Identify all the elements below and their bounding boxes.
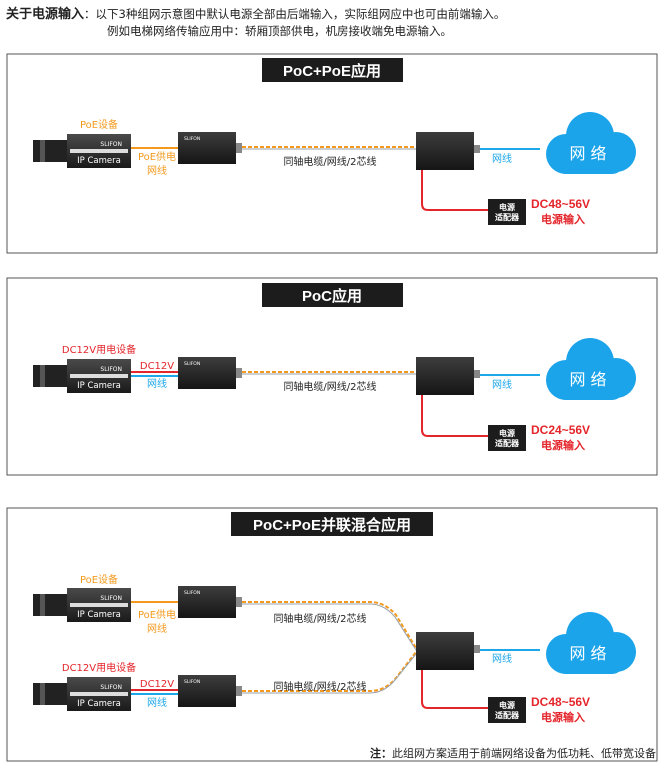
dc-input-label: 电源输入 [541,438,585,452]
panel-title-bg [262,58,403,82]
panel-poc-poe-hybrid: PoC+PoE并联混合应用 SLIFON IP Camera PoE设备 PoE… [6,507,658,762]
transmitter-brand: SLIFON [184,590,200,596]
transmitter-body [178,132,236,164]
panel-poc-poe: PoC+PoE应用 SLIFON IP Camera PoE设备 PoE供电 网… [6,53,658,254]
cloud-label: 网 络 [569,644,606,663]
camera-b-cable-label: DC12V [140,679,174,690]
panel-title: PoC+PoE应用 [283,62,381,80]
network-cable-label: 网线 [492,152,512,165]
cloud-label: 网 络 [569,370,606,389]
panel-title-bg [262,283,403,307]
power-cable [421,670,488,709]
panel-title-bg [231,512,433,536]
panel-frame [6,277,658,476]
camera-b-cable-label-2: 网线 [147,696,167,709]
transmitter-device-a: SLIFON [178,586,242,618]
receiver-body [416,132,474,170]
intro-line-2: 例如电梯网络传输应用中：轿厢顶部供电，机房接收端免电源输入。 [107,24,452,38]
dc-input-label: 电源输入 [541,710,585,724]
transmitter-device: SLIFON [178,357,242,389]
camera-b-power-label: DC12V用电设备 [62,661,136,674]
panel-title: PoC应用 [302,287,362,305]
camera-a-cable-label: PoE供电 [138,608,176,621]
transmitter-device: SLIFON [178,132,242,164]
panel-frame [6,53,658,254]
network-cable-label: 网线 [492,378,512,391]
adapter-label-1: 电源 [499,428,515,438]
ip-camera-a: SLIFON IP Camera [33,588,131,622]
intro-line-1: 关于电源输入：以下3种组网示意图中默认电源全部由后端输入，实际组网应中也可由前端… [6,6,505,23]
receiver-device [416,132,480,170]
network-cloud-icon [546,338,636,400]
adapter-label-1: 电源 [499,700,515,710]
camera-lens [33,140,67,162]
power-adapter [488,697,526,723]
network-cable-label: 网线 [492,652,512,665]
camera-cable-label: DC12V [140,361,174,372]
receiver-device [416,632,480,670]
camera-a-power-label: PoE设备 [80,573,118,586]
ip-camera: SLIFON IP Camera [33,134,131,168]
transmitter-brand: SLIFON [184,136,200,142]
coax-label-a: 同轴电缆/网线/2芯线 [273,612,366,625]
adapter-label-2: 适配器 [495,212,520,222]
camera-power-label: PoE设备 [80,118,118,131]
intro-text: 关于电源输入：以下3种组网示意图中默认电源全部由后端输入，实际组网应中也可由前端… [6,6,505,40]
coax-label: 同轴电缆/网线/2芯线 [283,155,376,168]
camera-cable-label-2: 网线 [147,377,167,390]
coax-label: 同轴电缆/网线/2芯线 [283,380,376,393]
intro-line-1-text: ：以下3种组网示意图中默认电源全部由后端输入，实际组网应中也可由前端输入。 [84,7,506,21]
footnote: 注：此组网方案适用于前端网络设备为低功耗、低带宽设备 [370,745,656,761]
ip-camera-b: SLIFON IP Camera [33,677,131,711]
transmitter-body [178,586,236,618]
receiver-device [416,357,480,395]
camera-lens [33,594,67,616]
ip-camera: SLIFON IP Camera [33,359,131,393]
camera-label: IP Camera [77,156,121,166]
power-cable [421,170,488,211]
adapter-label-2: 适配器 [495,438,520,448]
camera-label: IP Camera [77,699,121,709]
adapter-label-1: 电源 [499,202,515,212]
camera-a-cable-label-2: 网线 [147,622,167,635]
camera-brand: SLIFON [100,595,122,602]
camera-label: IP Camera [77,381,121,391]
camera-lens [33,683,67,705]
transmitter-brand: SLIFON [184,679,200,685]
camera-brand: SLIFON [100,366,122,373]
power-adapter [488,425,526,451]
transmitter-brand: SLIFON [184,361,200,367]
coax-label-b: 同轴电缆/网线/2芯线 [273,680,366,693]
dc-range: DC48~56V [531,197,590,211]
camera-cable-label: PoE供电 [138,150,176,163]
power-cable [421,395,488,437]
power-adapter [488,199,526,225]
network-cloud-icon [546,112,636,174]
camera-brand: SLIFON [100,684,122,691]
dc-input-label: 电源输入 [541,212,585,226]
camera-power-label: DC12V用电设备 [62,343,136,356]
transmitter-body [178,357,236,389]
dc-range: DC24~56V [531,423,590,437]
coax-cable-a [242,601,417,649]
camera-brand: SLIFON [100,141,122,148]
network-cloud-icon [546,612,636,674]
transmitter-device-b: SLIFON [178,675,242,707]
camera-lens [33,365,67,387]
footnote-prefix: 注： [370,747,392,760]
intro-heading: 关于电源输入 [6,7,85,22]
transmitter-body [178,675,236,707]
receiver-body [416,632,474,670]
panel-poc: PoC应用 SLIFON IP Camera DC12V用电设备 DC12V 网… [6,277,658,476]
receiver-body [416,357,474,395]
cloud-label: 网 络 [569,144,606,163]
footnote-text: 此组网方案适用于前端网络设备为低功耗、低带宽设备 [392,747,656,760]
dc-range: DC48~56V [531,695,590,709]
camera-cable-label-2: 网线 [147,164,167,177]
camera-label: IP Camera [77,610,121,620]
panel-title: PoC+PoE并联混合应用 [253,516,411,534]
panel-frame [6,507,658,762]
adapter-label-2: 适配器 [495,710,520,720]
